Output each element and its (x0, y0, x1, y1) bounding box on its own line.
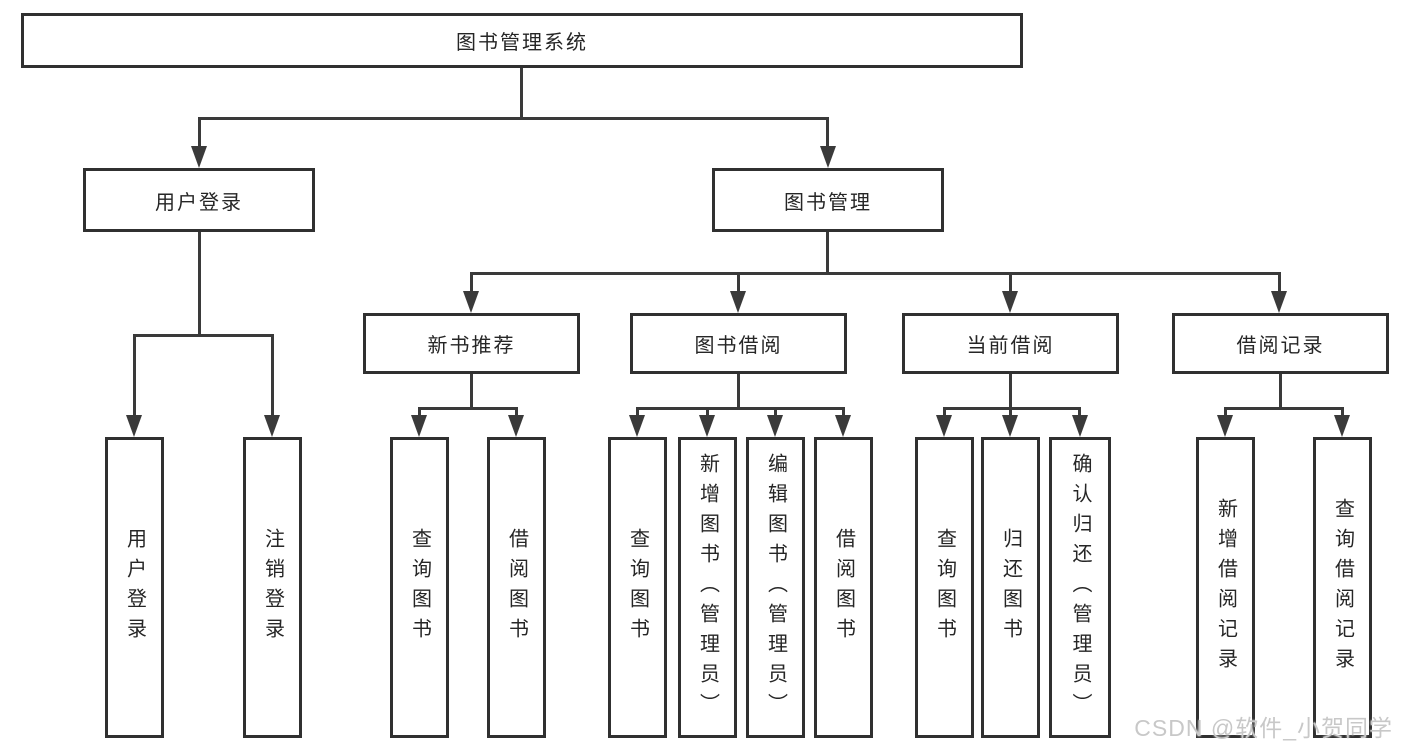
arrowhead-down-icon (1002, 291, 1018, 313)
connector-line (636, 407, 639, 419)
connector-line (943, 407, 946, 419)
leaf-query-borrow-record-label: 查询借阅记录 (1331, 497, 1354, 678)
arrowhead-down-icon (730, 291, 746, 313)
arrowhead-down-icon (835, 415, 851, 437)
leaf-recommend-borrow-books-label: 借阅图书 (505, 527, 528, 648)
connector-line (943, 407, 1081, 410)
connector-line (1341, 407, 1344, 419)
leaf-borrow-books-label: 借阅图书 (832, 527, 855, 648)
leaf-recommend-query-books: 查询图书 (390, 437, 449, 738)
node-new-book-recommend-label: 新书推荐 (427, 335, 516, 357)
arrowhead-down-icon (1217, 415, 1233, 437)
connector-line (1009, 272, 1012, 294)
connector-line (271, 334, 274, 420)
node-user-login-label: 用户登录 (155, 191, 243, 214)
connector-line (470, 272, 473, 294)
leaf-confirm-return-admin-label: 确认归还（管理员） (1069, 452, 1091, 723)
leaf-recommend-borrow-books: 借阅图书 (487, 437, 546, 738)
leaf-return-books: 归还图书 (981, 437, 1040, 738)
node-current-borrow-label: 当前借阅 (966, 335, 1055, 357)
connector-line (826, 232, 829, 274)
arrowhead-down-icon (1334, 415, 1350, 437)
node-borrow-records: 借阅记录 (1172, 313, 1389, 374)
node-root-label: 图书管理系统 (456, 32, 588, 54)
arrowhead-down-icon (1002, 415, 1018, 437)
connector-line (737, 374, 740, 408)
leaf-borrow-books: 借阅图书 (814, 437, 873, 738)
connector-line (515, 407, 518, 419)
arrowhead-down-icon (820, 146, 836, 168)
connector-line (198, 117, 829, 120)
connector-line (1009, 407, 1012, 419)
leaf-add-books-admin-label: 新增图书（管理员） (696, 452, 719, 723)
leaf-current-query-books: 查询图书 (915, 437, 974, 738)
node-book-borrow-label: 图书借阅 (694, 335, 783, 357)
connector-line (470, 374, 473, 408)
connector-line (1078, 407, 1081, 419)
arrowhead-down-icon (508, 415, 524, 437)
connector-line (774, 407, 777, 419)
arrowhead-down-icon (411, 415, 427, 437)
leaf-logout-label: 注销登录 (261, 527, 284, 648)
node-book-borrow: 图书借阅 (630, 313, 847, 374)
connector-line (520, 68, 523, 118)
arrowhead-down-icon (767, 415, 783, 437)
leaf-query-borrow-record: 查询借阅记录 (1313, 437, 1372, 738)
leaf-return-books-label: 归还图书 (999, 527, 1022, 648)
arrowhead-down-icon (126, 415, 142, 437)
arrowhead-down-icon (1271, 291, 1287, 313)
connector-line (636, 407, 845, 410)
leaf-user-login: 用户登录 (105, 437, 164, 738)
node-root: 图书管理系统 (21, 13, 1023, 68)
leaf-add-borrow-record-label: 新增借阅记录 (1214, 497, 1237, 678)
connector-line (1224, 407, 1344, 410)
node-borrow-records-label: 借阅记录 (1236, 335, 1325, 357)
node-current-borrow: 当前借阅 (902, 313, 1119, 374)
leaf-add-books-admin: 新增图书（管理员） (678, 437, 737, 738)
leaf-confirm-return-admin: 确认归还（管理员） (1049, 437, 1111, 738)
leaf-edit-books-admin: 编辑图书（管理员） (746, 437, 805, 738)
connector-line (470, 272, 1281, 275)
connector-line (1279, 374, 1282, 408)
leaf-borrow-query-books-label: 查询图书 (626, 527, 649, 648)
connector-line (198, 232, 201, 335)
connector-line (706, 407, 709, 419)
node-book-management-label: 图书管理 (784, 191, 872, 214)
leaf-logout: 注销登录 (243, 437, 302, 738)
connector-line (198, 117, 201, 150)
node-book-management: 图书管理 (712, 168, 944, 232)
arrowhead-down-icon (264, 415, 280, 437)
connector-line (418, 407, 518, 410)
leaf-recommend-query-books-label: 查询图书 (408, 527, 431, 648)
leaf-borrow-query-books: 查询图书 (608, 437, 667, 738)
connector-line (418, 407, 421, 419)
connector-line (133, 334, 274, 337)
leaf-user-login-label: 用户登录 (123, 527, 146, 648)
node-new-book-recommend: 新书推荐 (363, 313, 580, 374)
connector-line (133, 334, 136, 420)
connector-line (1009, 374, 1012, 408)
node-user-login: 用户登录 (83, 168, 315, 232)
arrowhead-down-icon (936, 415, 952, 437)
connector-line (737, 272, 740, 294)
arrowhead-down-icon (699, 415, 715, 437)
arrowhead-down-icon (191, 146, 207, 168)
arrowhead-down-icon (1072, 415, 1088, 437)
leaf-edit-books-admin-label: 编辑图书（管理员） (764, 452, 787, 723)
connector-line (826, 117, 829, 150)
connector-line (1224, 407, 1227, 419)
leaf-current-query-books-label: 查询图书 (933, 527, 956, 648)
arrowhead-down-icon (629, 415, 645, 437)
connector-line (842, 407, 845, 419)
arrowhead-down-icon (463, 291, 479, 313)
csdn-watermark: CSDN @软件_小贺同学 (1134, 715, 1393, 741)
leaf-add-borrow-record: 新增借阅记录 (1196, 437, 1255, 738)
connector-line (1278, 272, 1281, 294)
